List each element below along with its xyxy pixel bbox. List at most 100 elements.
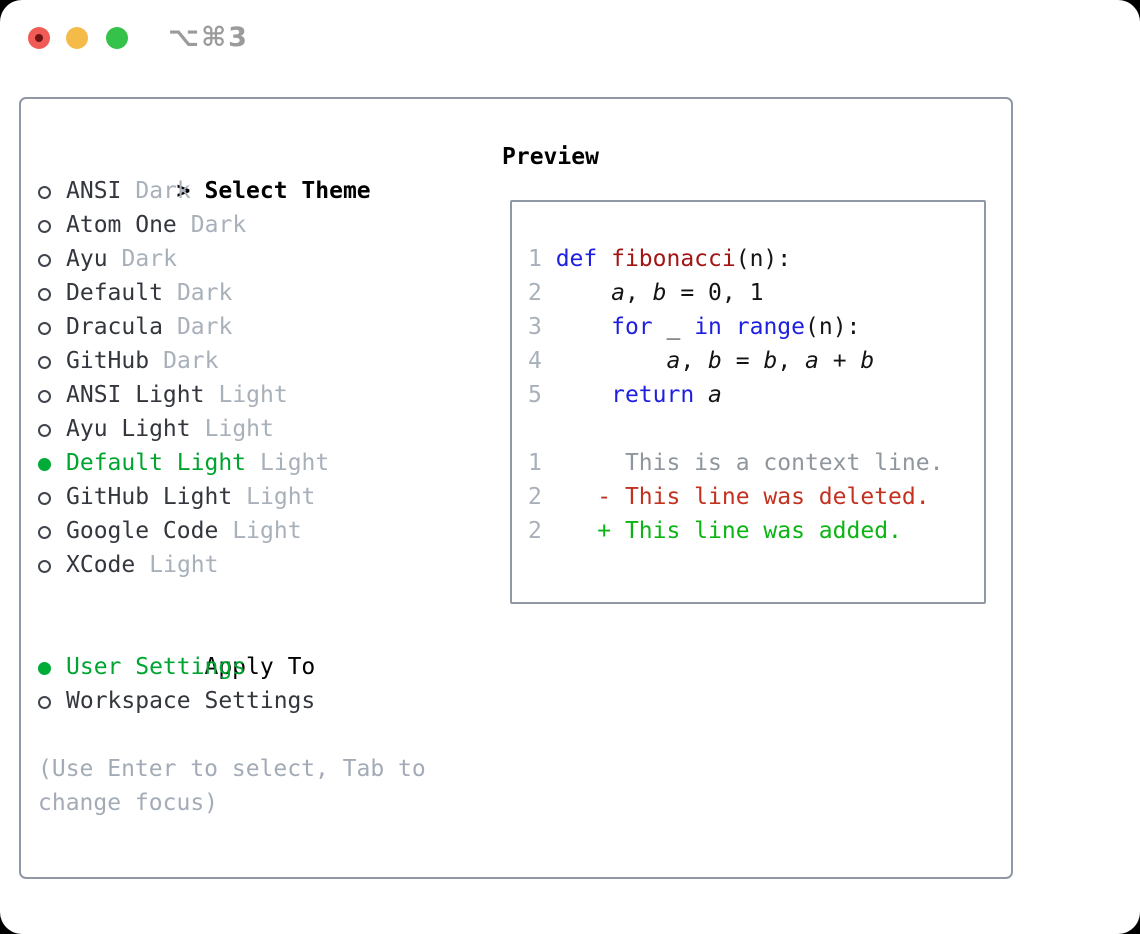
code-segment: (n): [735,246,792,272]
theme-variant-label: Dark [190,212,247,238]
code-segment: for [611,314,653,340]
radio-icon [38,322,51,335]
code-line: 2 + This line was added. [528,514,943,548]
apply-to-title: Apply To [204,654,316,680]
code-segment [556,348,667,374]
apply-to-option-label: Workspace Settings [66,688,316,714]
code-line: 2 - This line was deleted. [528,480,943,514]
theme-variant-label: Light [204,416,274,442]
code-segment: (n): [805,314,861,340]
window-shortcut-label: ⌥⌘3 [168,22,249,53]
theme-option[interactable]: GitHub Dark [38,344,426,378]
theme-variant-label: Light [232,518,302,544]
theme-option[interactable]: Dracula Dark [38,310,426,344]
line-number: 3 [528,314,556,340]
theme-option[interactable]: ANSI Dark [38,174,426,208]
theme-variant-label: Dark [176,314,233,340]
code-segment: This is a context line. [541,450,944,476]
code-blank-line [528,412,943,446]
theme-name: ANSI [66,178,122,204]
code-line: 3 for _ in range(n): [528,310,943,344]
code-segment: return [611,382,695,408]
minimize-button[interactable] [66,27,88,49]
code-segment: + This line was added. [597,518,902,544]
theme-variant-label: Light [149,552,219,578]
code-segment [556,382,611,408]
code-segment: + [818,348,861,374]
select-theme-title: Select Theme [204,178,371,204]
window-titlebar: ⌥⌘3 [0,0,1140,76]
radio-icon [38,492,51,505]
help-text-line-1: (Use Enter to select, Tab to [38,756,426,782]
code-line: 4 a, b = b, a + b [528,344,943,378]
close-button[interactable] [28,27,50,49]
code-segment [542,484,597,510]
theme-name: Dracula [66,314,163,340]
code-segment: _ [652,314,695,340]
apply-to-option[interactable]: Workspace Settings [38,684,426,718]
code-segment: b [708,348,722,374]
code-segment: in [694,314,722,340]
line-number: 2 [528,280,556,306]
selected-radio-icon [38,458,51,471]
theme-variant-label: Dark [163,348,219,374]
line-number: 5 [528,382,556,408]
help-text-line-2: change focus) [38,790,219,816]
code-line: 1 This is a context line. [528,446,943,480]
radio-icon [38,696,51,709]
theme-name: Google Code [66,518,219,544]
code-segment: a [805,348,819,374]
line-number: 4 [528,348,556,374]
code-segment [556,280,611,306]
code-segment: a [708,382,722,408]
theme-option[interactable]: Ayu Light Light [38,412,426,446]
apply-to-option-label: User Settings [66,654,247,680]
code-segment: , [624,280,653,306]
theme-variant-label: Light [218,382,288,408]
code-segment: , [777,348,806,374]
code-line: 5 return a [528,378,943,412]
theme-name: GitHub Light [66,484,233,510]
line-number: 1 [528,450,542,476]
code-line: 2 a, b = 0, 1 [528,276,943,310]
radio-icon [38,254,51,267]
code-segment [542,518,597,544]
apply-to-option[interactable]: User Settings [38,650,426,684]
theme-variant-label: Dark [176,280,233,306]
code-segment: = 0, 1 [666,280,764,306]
zoom-button[interactable] [106,27,128,49]
theme-option[interactable]: Google Code Light [38,514,426,548]
code-segment: - This line was deleted. [597,484,930,510]
apply-to-header: Apply To [38,616,426,680]
radio-icon [38,186,51,199]
radio-icon [38,288,51,301]
spacer [38,582,426,616]
code-segment: b [860,348,875,374]
theme-name: GitHub [66,348,150,374]
code-line: 1 def fibonacci(n): [528,242,943,276]
code-segment: range [735,314,805,340]
spacer [38,718,426,752]
focus-arrow-icon: > [176,178,191,204]
theme-variant-label: Dark [135,178,191,204]
line-number: 2 [528,484,542,510]
code-segment: a [666,348,681,374]
code-segment [722,314,736,340]
code-segment: fibonacci [611,246,736,272]
line-number: 2 [528,518,542,544]
radio-icon [38,560,51,573]
radio-icon [38,220,51,233]
theme-name: Ayu Light [66,416,191,442]
theme-name: Default Light [66,450,247,476]
